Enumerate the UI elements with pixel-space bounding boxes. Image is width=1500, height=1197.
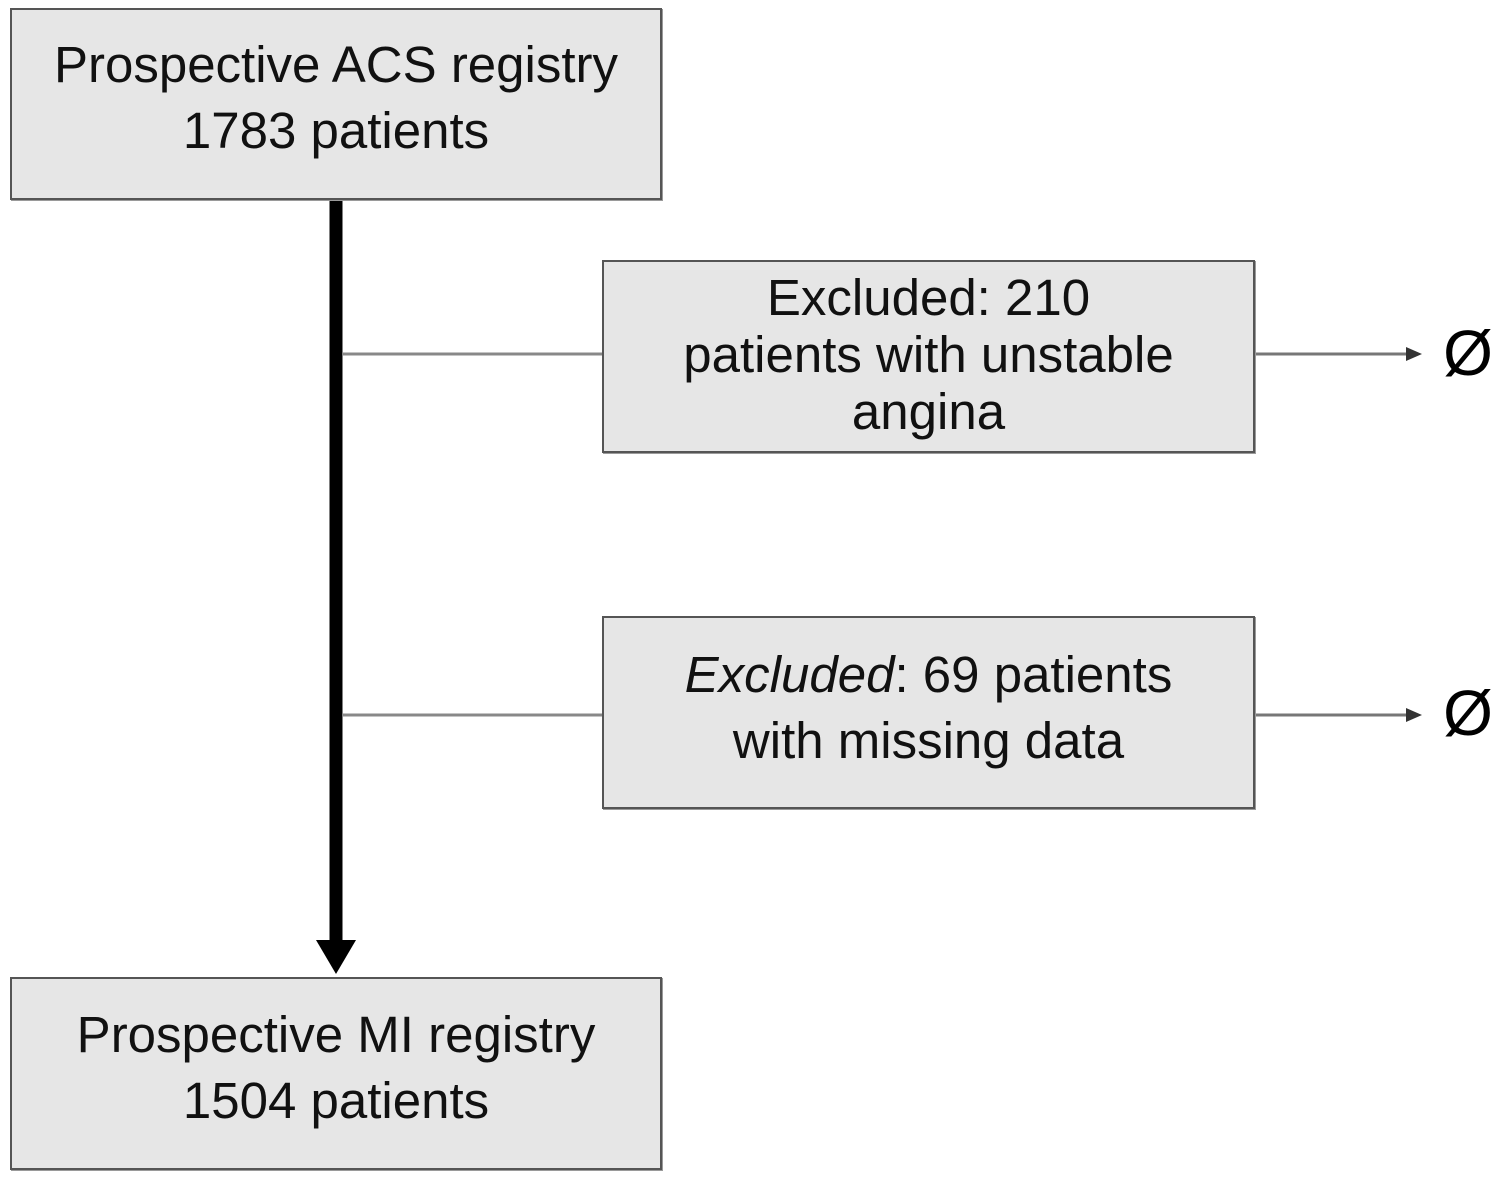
acs-registry-title: Prospective ACS registry [53,36,619,93]
null-set-symbol-missing-data: Ø [1443,677,1493,749]
arrow-down-icon [316,940,356,974]
mi-registry-box: Prospective MI registry 1504 patients [10,977,662,1170]
excluded-missing-data-line1: Excluded: 69 patients [685,642,1173,708]
excluded-unstable-angina-box: Excluded: 210 patients with unstable ang… [602,260,1255,453]
excluded-missing-data-box: Excluded: 69 patients with missing data [602,616,1255,809]
acs-registry-box: Prospective ACS registry 1783 patients [10,8,662,200]
arrow-right-icon [1406,708,1422,722]
mi-registry-count: 1504 patients [182,1071,490,1129]
arrow-right-icon [1406,347,1422,361]
acs-registry-count: 1783 patients [182,102,490,159]
excluded-unstable-angina-line1: Excluded: 210 [766,269,1091,326]
excluded-unstable-angina-line2: patients with unstable [683,326,1174,383]
excluded-missing-data-label-italic: Excluded [684,645,895,703]
excluded-missing-data-line2: with missing data [732,711,1125,769]
null-set-symbol-unstable-angina: Ø [1443,317,1493,389]
excluded-missing-data-label-rest: : 69 patients [894,645,1173,703]
excluded-unstable-angina-line3: angina [851,383,1006,440]
mi-registry-title: Prospective MI registry [76,1005,596,1063]
